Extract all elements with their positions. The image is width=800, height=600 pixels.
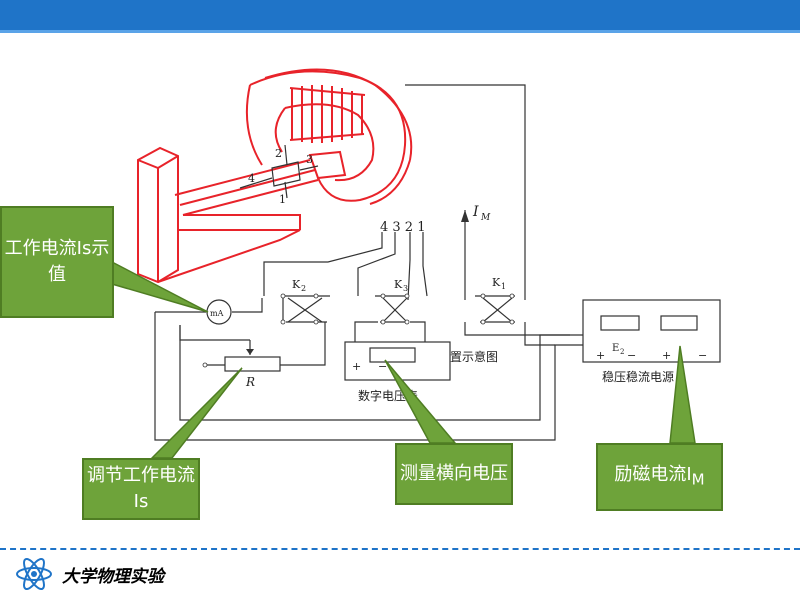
k1-label: K <box>492 276 501 289</box>
e2-label: E <box>612 343 619 354</box>
ps-plus-2: + <box>662 349 671 362</box>
header-bar <box>0 0 800 33</box>
callout-is-display-text: 工作电流Is示值 <box>4 238 110 285</box>
sample-label-4: 4 <box>248 172 255 185</box>
hall-sample <box>239 144 319 199</box>
callout-adjust-current: 调节工作电流Is <box>82 458 200 520</box>
pointer-adjust <box>150 367 243 459</box>
rheostat <box>224 356 281 372</box>
e2-sub: 2 <box>620 348 624 356</box>
k1-sub: 1 <box>501 282 506 291</box>
k3-sub: 3 <box>403 284 408 293</box>
electromagnet <box>137 68 413 284</box>
sample-label-1: 1 <box>279 193 286 206</box>
atom-logo-icon <box>16 557 52 591</box>
k2-label: K <box>292 278 301 291</box>
callout-excitation-text: 励磁电流IM <box>614 462 704 493</box>
partial-title: 置示意图 <box>450 349 498 364</box>
rheostat-label: R <box>245 375 255 389</box>
callout-excitation-current: 励磁电流IM <box>596 443 723 511</box>
voltmeter-minus: − <box>378 360 387 373</box>
callout-adjust-current-text: 调节工作电流Is <box>87 465 195 512</box>
footer-title: 大学物理实验 <box>62 567 164 587</box>
callout-measure-voltage: 测量横向电压 <box>395 443 513 505</box>
power-supply-display-left <box>600 315 640 331</box>
wires <box>154 84 661 441</box>
callout-excitation-sub: M <box>691 470 705 489</box>
sample-label-2: 2 <box>275 147 282 160</box>
ps-plus-1: + <box>596 349 605 362</box>
rheostat-slider-icon <box>246 349 254 355</box>
callout-excitation-main: 励磁电流I <box>614 463 692 485</box>
ps-minus-1: − <box>627 349 636 362</box>
sample-label-3: 3 <box>306 153 313 166</box>
k3-label: K <box>394 278 403 291</box>
im-label: I <box>472 204 479 220</box>
power-supply-label: 稳压稳流电源 <box>602 369 674 384</box>
terminals <box>202 293 515 368</box>
voltmeter-display <box>369 347 416 363</box>
current-arrow-icon <box>461 210 469 222</box>
terminal-numbers: 4 3 2 1 <box>380 220 425 235</box>
power-supply <box>582 299 721 363</box>
im-sub: M <box>480 213 491 223</box>
ps-minus-2: − <box>698 349 707 362</box>
ma-label: mA <box>210 309 224 318</box>
callout-is-display: 工作电流Is示值 <box>0 206 114 318</box>
footer-divider <box>0 548 800 550</box>
voltmeter-plus: + <box>352 360 361 373</box>
power-supply-display-right <box>660 315 698 331</box>
k2-sub: 2 <box>301 284 306 293</box>
callout-measure-voltage-text: 测量横向电压 <box>400 463 508 484</box>
